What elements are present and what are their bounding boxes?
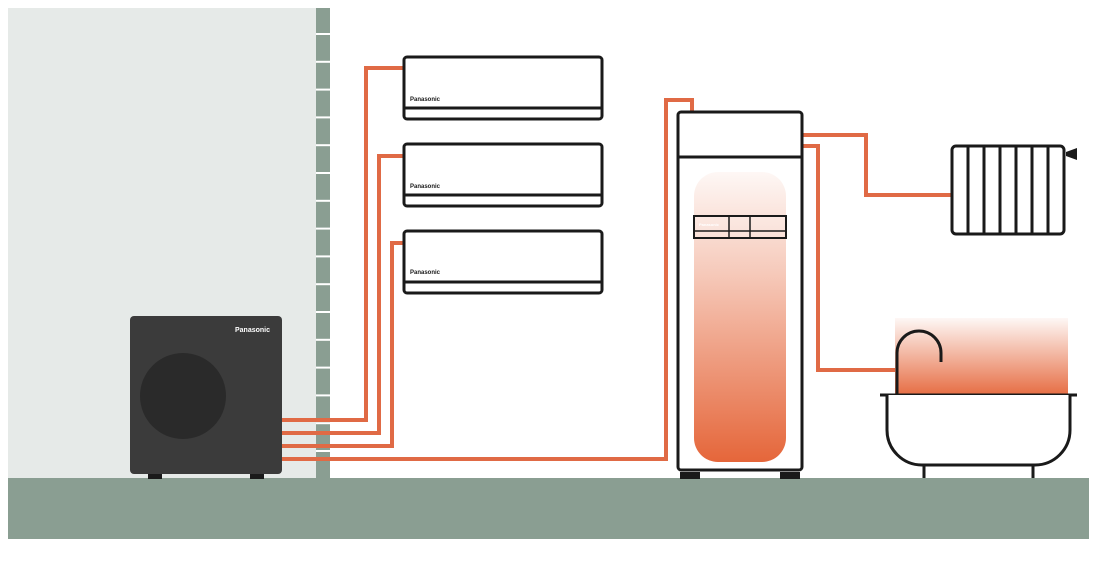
bath-tap	[895, 329, 943, 395]
pipe-to-indoor-unit-2	[282, 154, 404, 435]
pipe-to-indoor-unit-3	[282, 241, 404, 448]
pipe-to-bathtub	[800, 144, 895, 372]
bath-heat-gradient	[895, 318, 1068, 395]
radiator-icon	[950, 144, 1077, 236]
indoor-unit-1: Panasonic	[402, 55, 604, 121]
indoor-unit-3: Panasonic	[402, 229, 604, 295]
indoor-unit-1-brand-label: Panasonic	[410, 97, 441, 103]
fan-icon	[140, 353, 226, 439]
indoor-unit-3-brand-label: Panasonic	[410, 270, 441, 276]
tank-control-panel: Panasonic	[693, 215, 787, 239]
indoor-unit-2-brand-label: Panasonic	[410, 184, 441, 190]
bathtub-icon	[880, 318, 1077, 478]
tank-heat-gradient	[694, 172, 786, 462]
pipe-to-indoor-unit-1	[282, 66, 404, 422]
pipe-to-hot-water-tank	[282, 98, 694, 461]
tank-brand-label: Panasonic	[699, 222, 720, 227]
indoor-unit-2: Panasonic	[402, 142, 604, 208]
wall-insulation-strip	[316, 8, 330, 478]
hot-water-tank: Panasonic	[676, 110, 804, 479]
outdoor-unit-brand-label: Panasonic	[235, 327, 270, 334]
ground	[8, 478, 1089, 539]
refrigerant-pipes	[282, 66, 952, 461]
pipe-to-radiator	[800, 133, 952, 197]
outdoor-heat-pump-unit: Panasonic	[130, 316, 282, 479]
